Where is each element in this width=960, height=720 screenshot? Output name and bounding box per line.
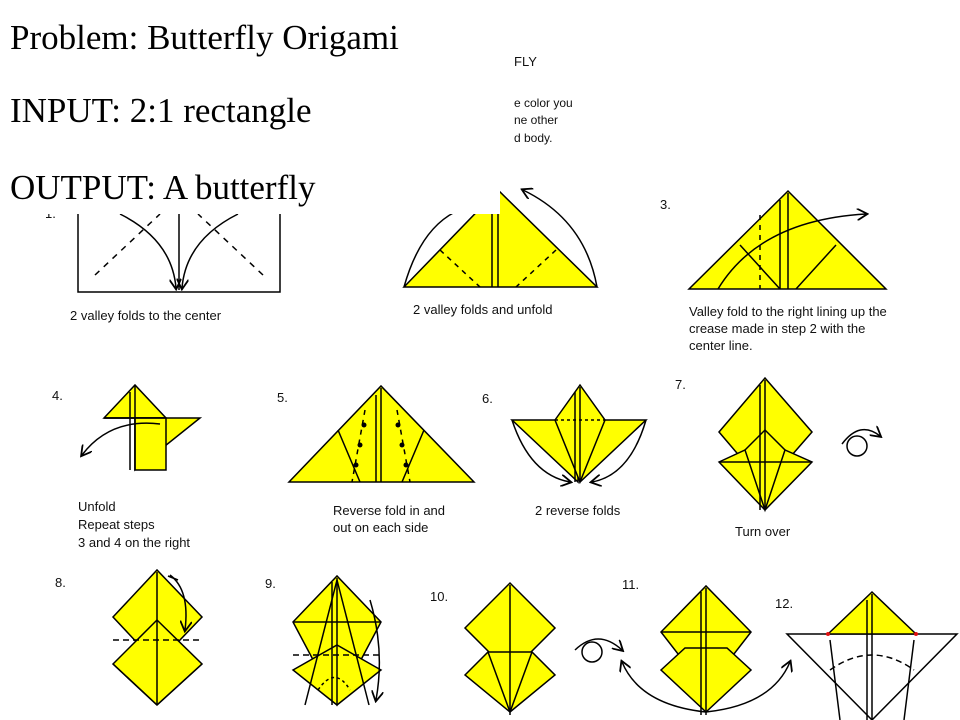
step4-caption-line-1: Unfold xyxy=(78,499,116,514)
step5-caption-line-2: out on each side xyxy=(333,520,429,535)
step-number-3: 3. xyxy=(660,197,671,212)
step2-caption: 2 valley folds and unfold xyxy=(413,302,553,317)
step4-caption-line-3: 3 and 4 on the right xyxy=(78,535,191,550)
step5-caption-line-1: Reverse fold in and xyxy=(333,503,446,518)
step-number-6: 6. xyxy=(482,391,493,406)
step3-caption-line-2: crease made in step 2 with the xyxy=(689,321,866,336)
problem-overlay: Problem: Butterfly Origami INPUT: 2:1 re… xyxy=(0,0,500,214)
step7-diagram xyxy=(717,376,880,513)
step9-diagram xyxy=(291,574,381,707)
step-number-12: 12. xyxy=(775,596,794,611)
step-number-5: 5. xyxy=(277,390,288,405)
partial-line-2: ne other xyxy=(514,113,559,127)
step2-diagram xyxy=(402,190,599,288)
step12-markers xyxy=(826,632,918,636)
step-number-9: 9. xyxy=(265,576,276,591)
step1-diagram xyxy=(77,213,281,293)
partial-line-3: d body. xyxy=(514,131,553,145)
step12-diagram xyxy=(785,590,959,720)
step-number-7: 7. xyxy=(675,377,686,392)
step-number-11: 11. xyxy=(622,577,640,592)
step3-caption-line-3: center line. xyxy=(689,338,753,353)
partial-title: FLY xyxy=(514,54,537,69)
step10-diagram xyxy=(463,581,622,715)
step6-diagram xyxy=(510,383,648,482)
problem-title: Problem: Butterfly Origami xyxy=(10,18,399,57)
step4-diagram xyxy=(82,383,203,472)
step8-diagram xyxy=(111,568,204,707)
input-line: INPUT: 2:1 rectangle xyxy=(10,91,312,130)
partial-line-1: e color you xyxy=(514,96,573,110)
step5-dots xyxy=(353,422,409,468)
step6-caption: 2 reverse folds xyxy=(535,503,621,518)
step-number-4: 4. xyxy=(52,388,63,403)
output-line: OUTPUT: A butterfly xyxy=(10,168,316,207)
step4-caption-line-2: Repeat steps xyxy=(78,517,155,532)
step3-diagram xyxy=(687,189,888,290)
step-number-10: 10. xyxy=(430,589,449,604)
step1-caption: 2 valley folds to the center xyxy=(70,308,222,323)
step11-diagram xyxy=(622,584,790,715)
step3-caption-line-1: Valley fold to the right lining up the xyxy=(689,304,887,319)
step5-diagram xyxy=(287,384,476,483)
step-number-8: 8. xyxy=(55,575,66,590)
step7-caption: Turn over xyxy=(735,524,791,539)
